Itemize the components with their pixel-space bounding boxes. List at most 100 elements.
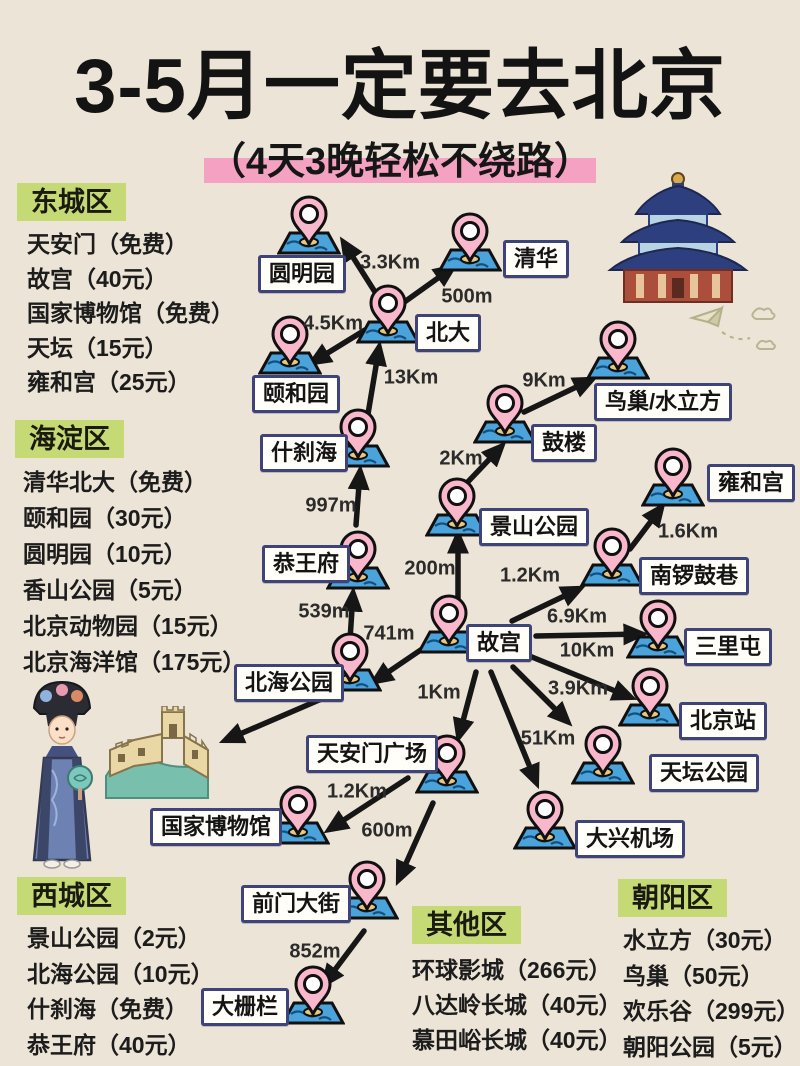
route-arrow-beida-qinghua [400,263,459,306]
route-arrow-gugong-daxing [488,669,540,790]
route-arrow-beida-yuanmingyuan [339,236,378,295]
map-pin-yiheyuan-icon [257,304,323,376]
page-title: 3-5月一定要去北京 [74,44,726,129]
attraction-item: 水立方（30元） [623,927,787,954]
route-arrow-qianmen-dashilan [320,928,367,990]
attraction-item: 天安门（免费） [27,231,188,258]
attraction-item: 北京动物园（15元） [23,613,233,640]
map-label-tiantan: 天坛公园 [649,754,760,792]
map-label-gugong: 故宫 [466,624,533,662]
map-pin-dashilan-icon [280,954,346,1026]
district-chaoyang: 朝阳区 水立方（30元） 鸟巢（50元） 欢乐谷（299元） 朝阳公园（5元） [618,879,799,1065]
attraction-item: 什刹海（免费） [27,996,188,1023]
attraction-item: 北海公园（10元） [27,960,214,987]
route-distance-gugong-sanlitun: 6.9Km [546,605,608,628]
map-pin-shichahai-icon [325,397,391,469]
map-pin-qianmen-icon [334,849,400,921]
route-distance-beida-qinghua: 500m [441,285,493,308]
page-subtitle: （4天3晚轻松不绕路） [0,130,800,185]
route-distance-gugong-tiantan: 3.9Km [547,677,609,700]
district-qita: 其他区 环球影城（266元） 八达岭长城（40元） 慕田峪长城（40元） [412,906,622,1058]
map-pin-sanlitun-icon [625,588,691,660]
subtitle-highlight: （4天3晚轻松不绕路） [203,141,597,183]
attraction-item: 慕田峪长城（40元） [412,1027,622,1054]
route-arrow-tiananmen-guobo [323,775,411,834]
map-label-shichahai: 什刹海 [260,434,349,472]
route-distance-beihai-gongwangfu: 539m [298,600,350,623]
attraction-item: 颐和园（30元） [23,505,187,532]
route-arrow-tiananmen-qianmen [395,800,436,887]
map-label-yuanmingyuan: 圆明园 [258,255,347,293]
district-header-dongcheng: 东城区 [17,183,126,222]
route-arrow-shichahai-beida [364,340,387,423]
route-distance-gulou-niaochao: 9Km [522,369,566,392]
map-label-nanluoguxiang: 南锣鼓巷 [639,557,750,595]
route-arrow-beihai-gongwangfu [340,586,363,643]
route-distance-beida-yiheyuan: 4.5Km [302,312,364,335]
route-arrow-gulou-niaochao [521,376,598,415]
route-distance-gugong-jingshan: 200m [404,557,456,580]
attraction-item: 八达岭长城（40元） [412,992,622,1019]
district-dongcheng: 东城区 天安门（免费） 故宫（40元） 国家博物馆（免费） 天坛（15元） 雍和… [17,183,234,400]
map-label-dashilan: 大栅栏 [201,988,290,1026]
attraction-item: 恭王府（40元） [27,1031,191,1058]
district-header-chaoyang: 朝阳区 [618,879,727,918]
map-pin-qinghua-icon [437,201,503,273]
temple-of-heaven-illustration [607,172,749,303]
route-distance-nanluoguxiang-yonghegong: 1.6Km [657,520,719,543]
map-label-niaochao: 鸟巢/水立方 [594,383,733,421]
district-haidian: 海淀区 清华北大（免费） 颐和园（30元） 圆明园（10元） 香山公园（5元） … [15,420,245,680]
attraction-item: 国家博物馆（免费） [27,300,234,327]
route-arrow-gongwangfu-shichahai [347,464,370,528]
attraction-item: 清华北大（免费） [23,469,207,496]
route-distance-shichahai-beida: 13Km [383,366,439,389]
attraction-item: 景山公园（2元） [27,925,201,952]
map-pin-niaochao-icon [585,309,651,381]
map-label-qinghua: 清华 [503,240,570,278]
attraction-item: 香山公园（5元） [23,577,197,604]
route-arrow-gugong-nanluoguxiang [509,585,586,624]
map-label-jingshan: 景山公园 [479,508,590,546]
route-arrow-gugong-sanlitun [533,623,649,646]
route-distance-jingshan-gulou: 2Km [439,447,483,470]
route-distance-gugong-beijingzhan: 10Km [559,639,615,662]
district-header-haidian: 海淀区 [15,420,124,459]
district-xicheng: 西城区 景山公园（2元） 北海公园（10元） 什刹海（免费） 恭王府（40元） [17,877,214,1063]
map-label-gongwangfu: 恭王府 [262,545,351,583]
map-pin-beida-icon [355,273,421,345]
attraction-item: 环球影城（266元） [412,957,612,984]
map-pin-gulou-icon [472,373,538,445]
route-arrow-beida-yiheyuan [306,327,368,367]
attraction-item: 鸟巢（50元） [623,962,764,989]
attraction-item: 故宫（40元） [27,265,168,292]
map-label-yiheyuan: 颐和园 [252,375,341,413]
attraction-item: 朝阳公园（5元） [623,1033,797,1060]
map-label-beida: 北大 [415,314,482,352]
map-label-beihai: 北海公园 [234,664,345,702]
route-arrow-jingshan-gulou [460,441,507,490]
route-arrow-nanluoguxiang-yonghegong [627,501,666,552]
qing-girl-illustration [32,680,93,869]
map-pin-nanluoguxiang-icon [579,516,645,588]
attraction-item: 雍和宫（25元） [27,369,191,396]
attraction-item: 北京海洋馆（175元） [23,649,246,676]
map-pin-yonghegong-icon [640,436,706,508]
map-label-daxing: 大兴机场 [575,820,686,858]
district-header-xicheng: 西城区 [17,877,126,916]
route-distance-gugong-daxing: 51Km [520,727,576,750]
route-distance-tiananmen-guobo: 1.2Km [326,780,388,803]
map-label-gulou: 鼓楼 [531,424,598,462]
route-distance-beida-yuanmingyuan: 3.3Km [359,251,421,274]
route-arrow-gugong-tiantan [510,664,573,727]
route-distance-gugong-nanluoguxiang: 1.2Km [499,564,561,587]
map-pin-tiantan-icon [570,714,636,786]
route-arrow-gugong-beijingzhan [524,652,638,701]
map-label-sanlitun: 三里屯 [684,628,773,666]
route-arrow-gugong-tiananmen [452,669,479,744]
route-distance-gongwangfu-shichahai: 997m [305,494,357,517]
district-header-qita: 其他区 [412,906,521,945]
map-pin-tiananmen-icon [414,723,480,795]
map-label-beijingzhan: 北京站 [679,702,768,740]
